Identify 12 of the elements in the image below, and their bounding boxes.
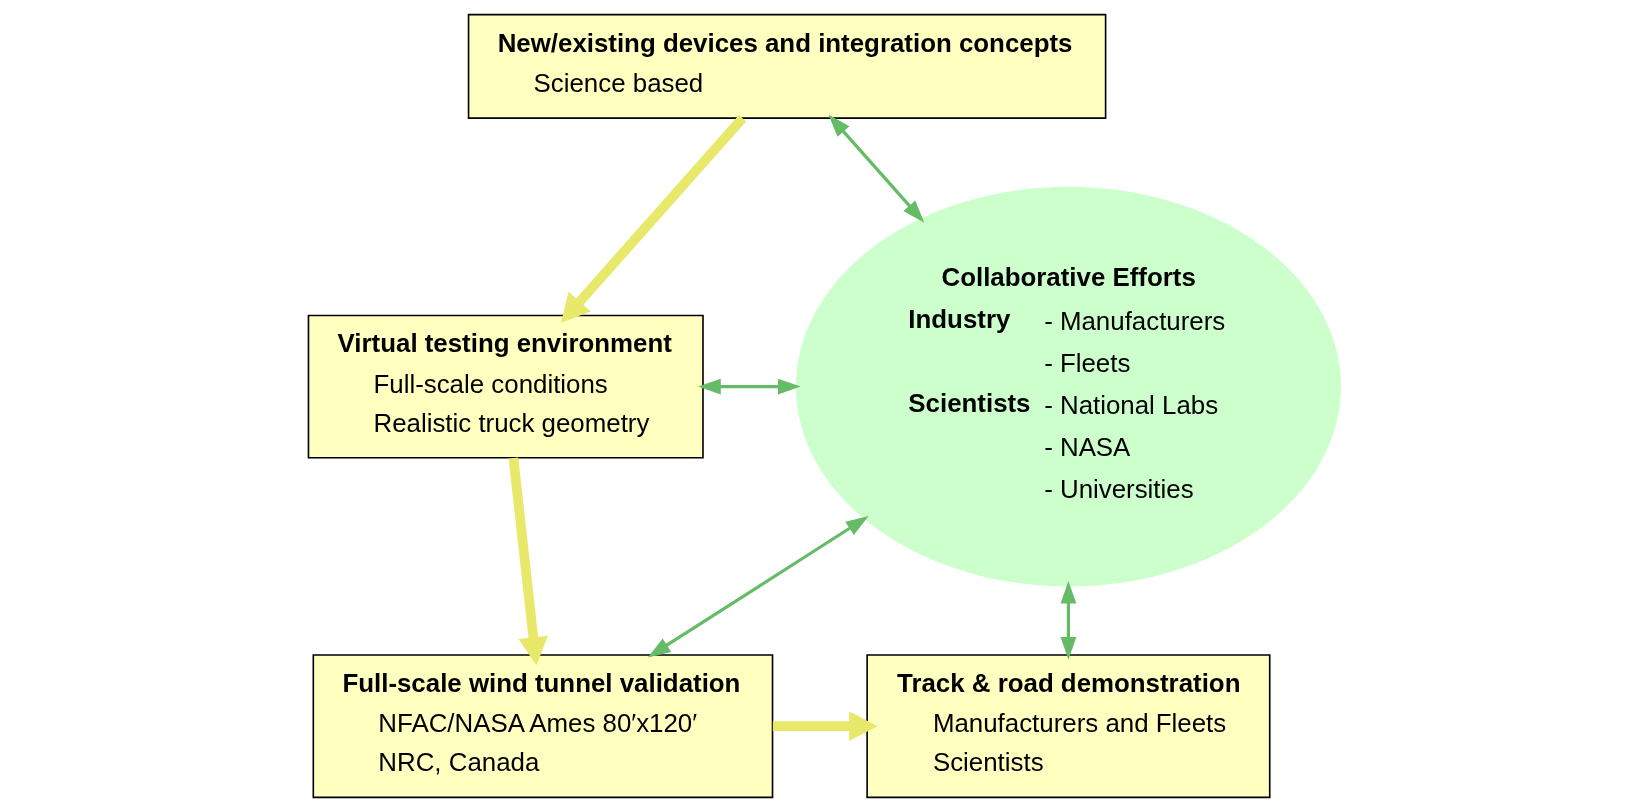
arrow: [560, 115, 747, 323]
arrow: [772, 711, 878, 742]
node-box: Full-scale wind tunnel validation NFAC/NASA Ames 80′x120′ NRC, Canada: [312, 654, 774, 799]
arrow: [508, 457, 548, 666]
arrow: [647, 516, 869, 658]
arrow: [828, 114, 925, 223]
node-box: New/existing devices and integration concepts Science based: [467, 13, 1107, 119]
node-box: Virtual testing environment Full-scale conditions Realistic truck geometry: [307, 314, 704, 459]
arrow: [698, 378, 801, 395]
node-box: Track & road demonstration Manufacturers and Fleets Scientists: [866, 654, 1271, 799]
arrow: [1060, 580, 1077, 660]
node-ellipse: Collaborative Efforts Industry - Manufacturers - Fleets Scientists - National Labs - NASA - Universities: [795, 186, 1341, 587]
